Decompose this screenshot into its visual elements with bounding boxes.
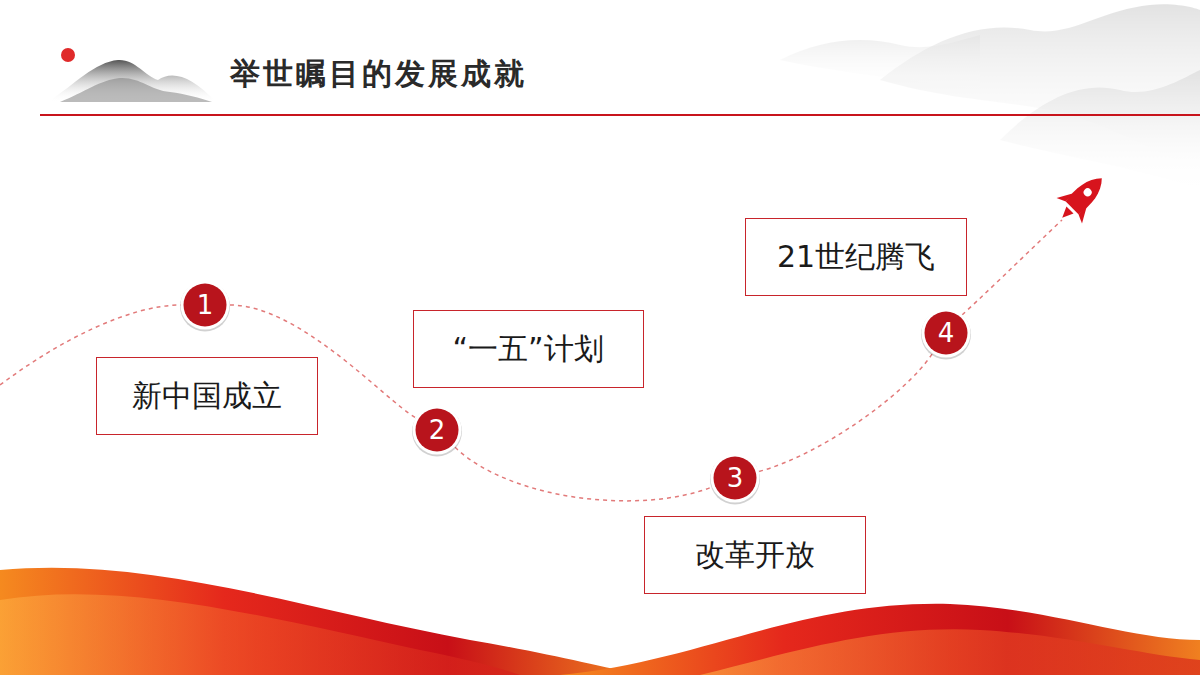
callout-number: 4 [938, 320, 955, 346]
dashed-connector [455, 447, 712, 501]
step-circle: 4 [921, 308, 971, 358]
ink-mountain-icon [48, 48, 216, 102]
milestone-box: 21世纪腾飞 [745, 218, 967, 296]
slide-title: 举世瞩目的发展成就 [230, 54, 527, 95]
callout-number: 3 [727, 465, 744, 491]
milestone-label: 新中国成立 [132, 378, 282, 414]
step-circle: 1 [180, 280, 230, 330]
dashed-connector [759, 354, 932, 472]
step-circle: 2 [412, 405, 462, 455]
milestone-box: “一五”计划 [413, 310, 644, 388]
ink-mountains [780, 4, 1200, 190]
milestone-box: 新中国成立 [96, 357, 318, 435]
milestone-box: 改革开放 [644, 516, 866, 594]
milestone-label: 21世纪腾飞 [777, 239, 935, 275]
header-rule [40, 114, 1200, 116]
dashed-path [962, 220, 1062, 315]
callout-number: 2 [429, 417, 446, 443]
milestone-label: 改革开放 [695, 537, 815, 573]
rocket-icon [1049, 165, 1114, 230]
step-circle: 3 [710, 453, 760, 503]
callout-number: 1 [197, 292, 214, 318]
milestone-label: “一五”计划 [452, 331, 603, 367]
red-ribbon [0, 568, 1200, 675]
